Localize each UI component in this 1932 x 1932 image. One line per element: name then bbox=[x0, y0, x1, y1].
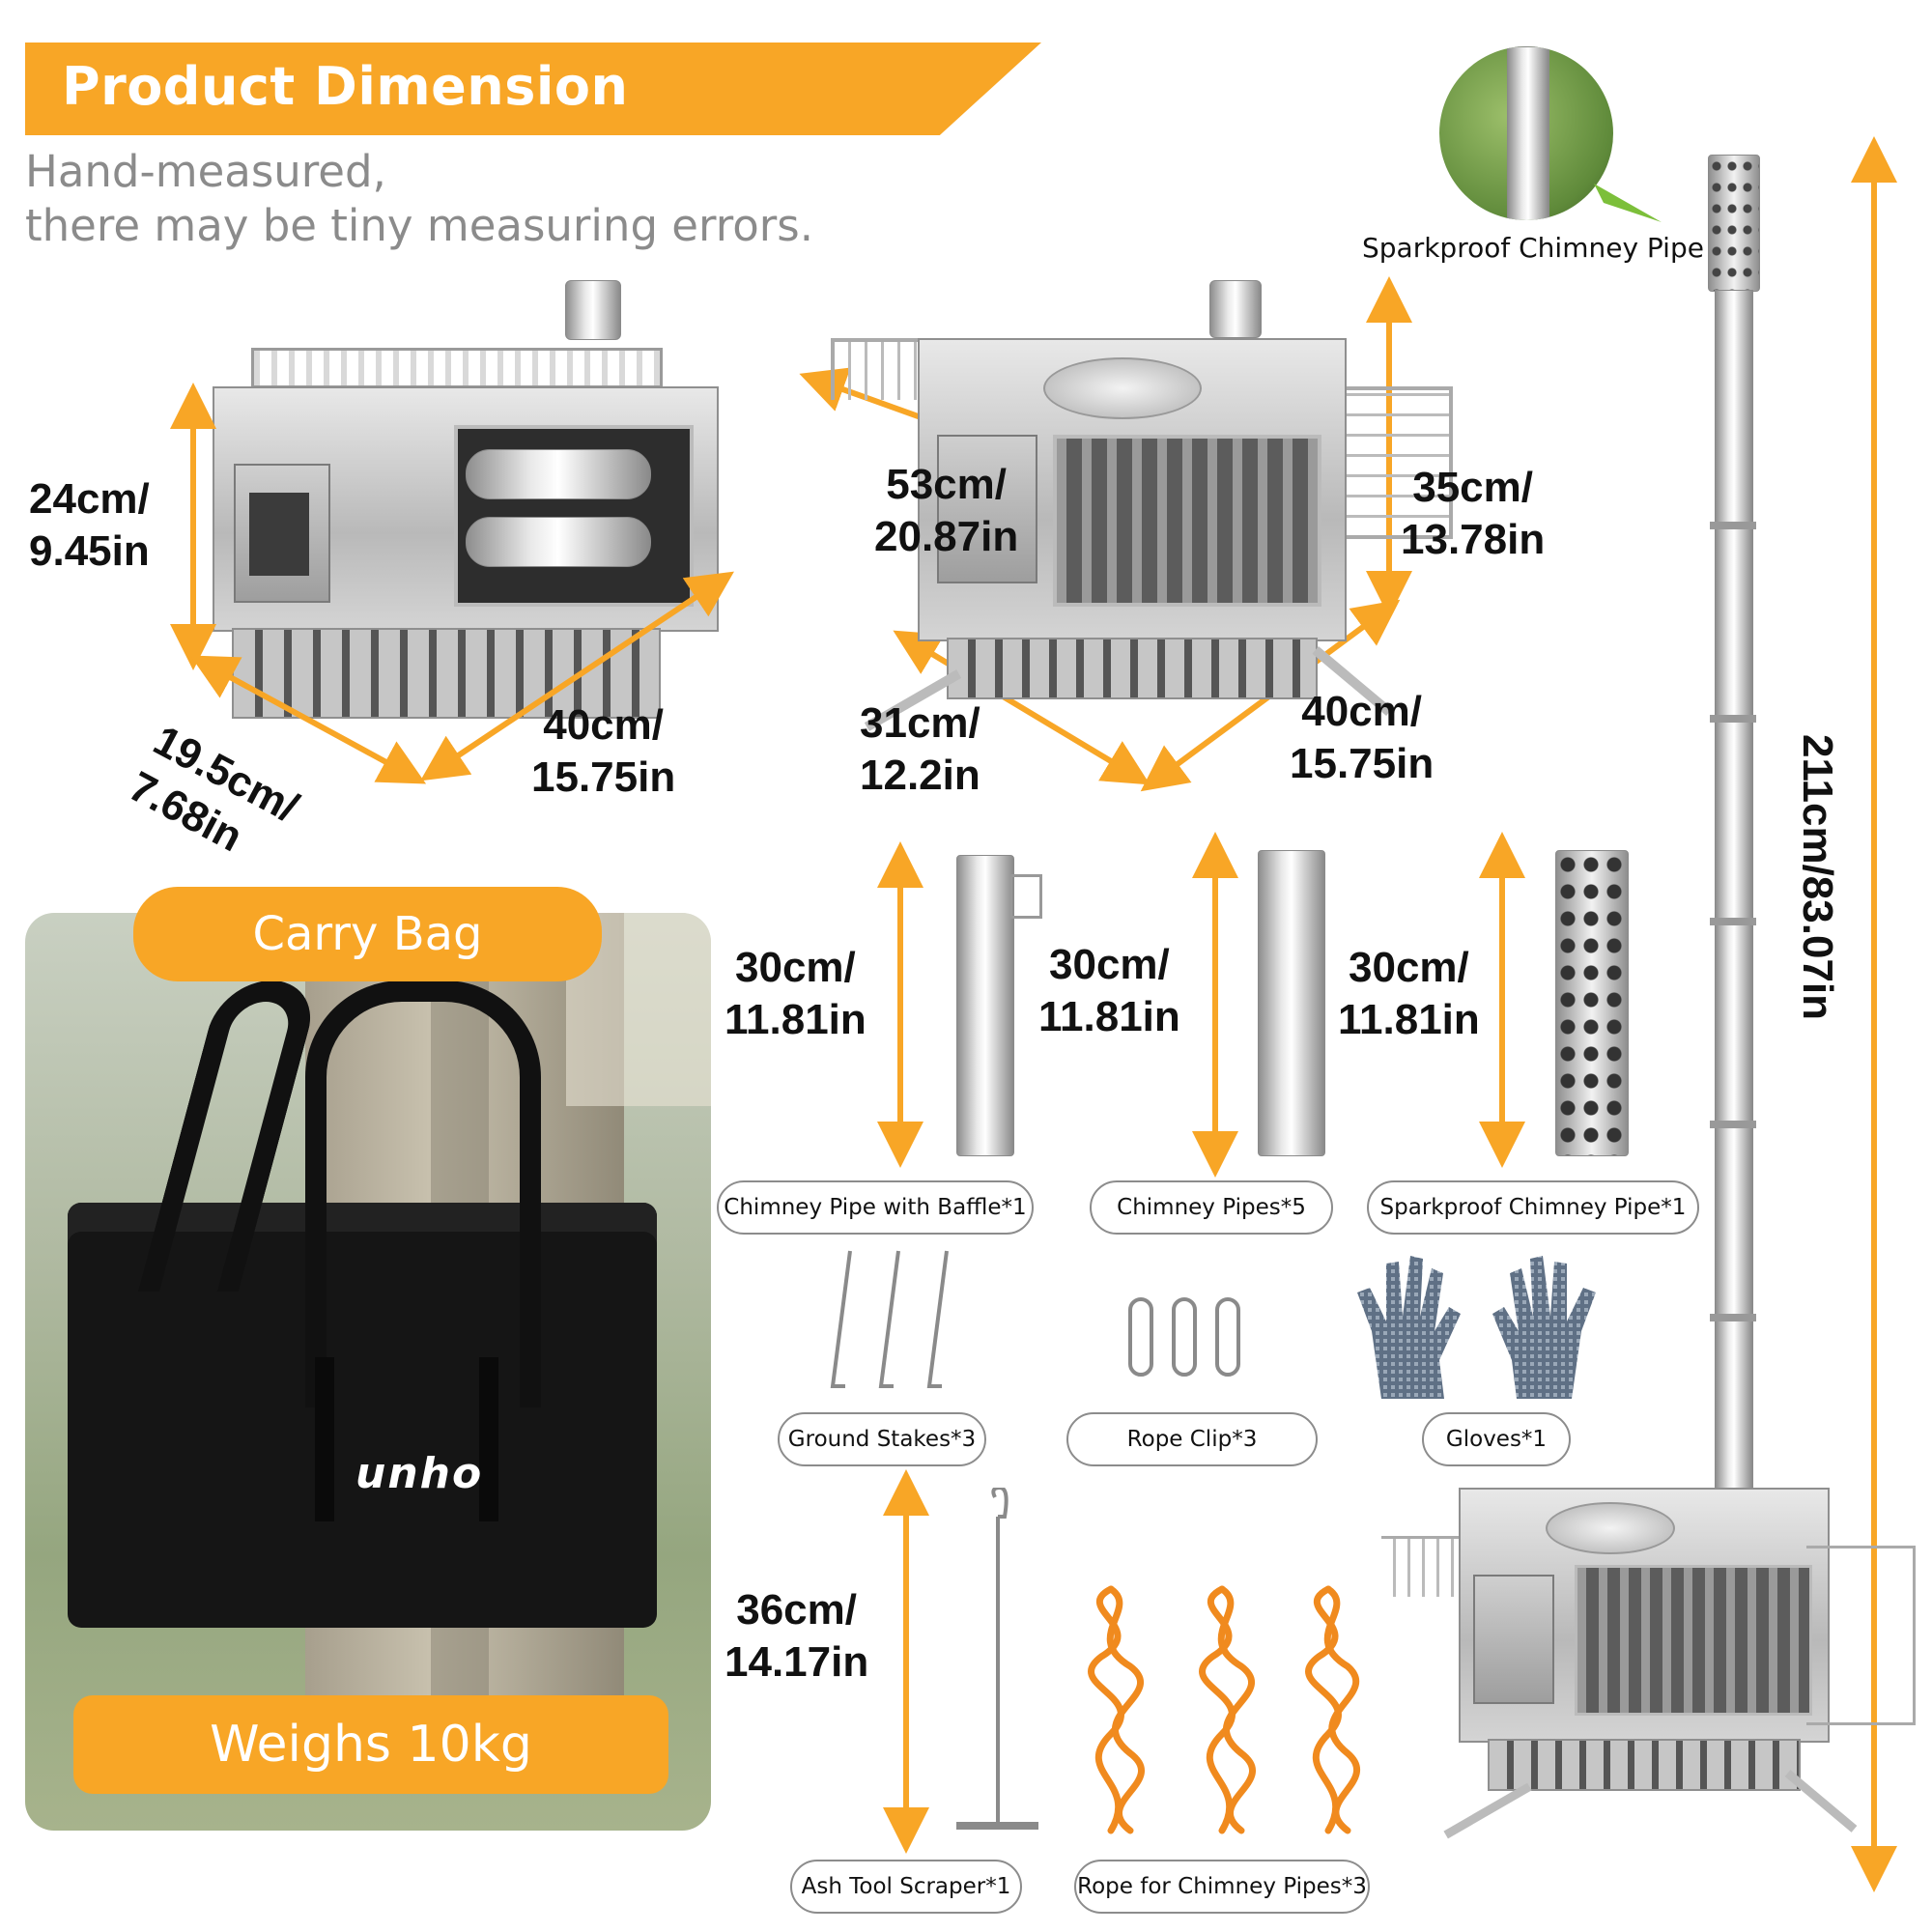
bag-weight-badge: Weighs 10kg bbox=[73, 1695, 668, 1794]
chimney-pipe-with-baffle-image bbox=[956, 855, 1014, 1156]
baffle-handle-icon bbox=[1009, 874, 1042, 919]
stove-left-height-label: 24cm/ 9.45in bbox=[29, 473, 150, 578]
rope-clip-label: Rope Clip*3 bbox=[1066, 1412, 1318, 1466]
stove-right-width-in: 15.75in bbox=[1290, 740, 1435, 787]
stove-right-depth-cm: 31cm/ bbox=[860, 699, 980, 747]
pipe-baffle-cm: 30cm/ bbox=[735, 944, 856, 991]
carry-bag-title: Carry Bag bbox=[133, 887, 602, 981]
pipes-in: 11.81in bbox=[1038, 993, 1180, 1040]
stove-right-height-in: 13.78in bbox=[1401, 516, 1546, 563]
rope-clips-icon bbox=[1128, 1297, 1240, 1377]
sparkproof-pipe-image bbox=[1555, 850, 1629, 1156]
ash-scraper-icon bbox=[956, 1488, 1038, 1830]
callout-label: Sparkproof Chimney Pipe bbox=[1362, 232, 1704, 264]
gloves-icon bbox=[1357, 1256, 1596, 1399]
stove-right-span-label: 53cm/ 20.87in bbox=[874, 459, 1018, 563]
sparkproof-cm: 30cm/ bbox=[1349, 944, 1469, 991]
stove-left-height-in: 9.45in bbox=[29, 527, 150, 575]
assembled-stove-image bbox=[1381, 155, 1922, 1932]
pipes-label: Chimney Pipes*5 bbox=[1090, 1180, 1333, 1235]
ground-stakes-label: Ground Stakes*3 bbox=[778, 1412, 986, 1466]
carry-bag-panel: unho bbox=[25, 913, 711, 1831]
sparkproof-label: Sparkproof Chimney Pipe*1 bbox=[1367, 1180, 1699, 1235]
ropes-icon bbox=[1088, 1585, 1361, 1834]
gloves-label: Gloves*1 bbox=[1422, 1412, 1571, 1466]
stove-right-span-in: 20.87in bbox=[874, 513, 1019, 560]
stove-left-width-cm: 40cm/ bbox=[543, 701, 664, 749]
total-height-label: 211cm/83.07in bbox=[1794, 734, 1841, 1021]
stove-right-height-cm: 35cm/ bbox=[1412, 464, 1533, 511]
sparkproof-dimension: 30cm/ 11.81in bbox=[1338, 942, 1480, 1046]
ground-stakes-icon bbox=[830, 1250, 949, 1388]
stove-left-height-cm: 24cm/ bbox=[29, 475, 150, 523]
ash-scraper-in: 14.17in bbox=[724, 1638, 869, 1686]
page-title: Product Dimension bbox=[62, 56, 629, 117]
pipe-baffle-label: Chimney Pipe with Baffle*1 bbox=[717, 1180, 1034, 1235]
stove-right-depth-in: 12.2in bbox=[860, 752, 980, 799]
measurement-note: Hand-measured, there may be tiny measuri… bbox=[25, 145, 813, 253]
ash-scraper-label: Ash Tool Scraper*1 bbox=[790, 1860, 1022, 1914]
stove-right-depth-label: 31cm/ 12.2in bbox=[860, 697, 980, 802]
note-line-2: there may be tiny measuring errors. bbox=[25, 200, 813, 251]
stove-left-width-label: 40cm/ 15.75in bbox=[531, 699, 675, 804]
stove-right-width-label: 40cm/ 15.75in bbox=[1290, 686, 1434, 790]
ropes-label: Rope for Chimney Pipes*3 bbox=[1074, 1860, 1370, 1914]
stove-right-image bbox=[831, 280, 1468, 782]
sparkproof-in: 11.81in bbox=[1338, 996, 1480, 1043]
stove-right-span-cm: 53cm/ bbox=[886, 461, 1007, 508]
ash-scraper-cm: 36cm/ bbox=[736, 1586, 857, 1634]
bag-brand-logo: unho bbox=[355, 1449, 484, 1498]
stove-right-width-cm: 40cm/ bbox=[1301, 688, 1422, 735]
pipes-cm: 30cm/ bbox=[1049, 941, 1170, 988]
pipe-baffle-in: 11.81in bbox=[724, 996, 867, 1043]
ash-scraper-dimension: 36cm/ 14.17in bbox=[724, 1584, 868, 1689]
pipes-dimension: 30cm/ 11.81in bbox=[1038, 939, 1180, 1043]
callout-pointer bbox=[1594, 184, 1662, 222]
stove-right-height-label: 35cm/ 13.78in bbox=[1401, 462, 1545, 566]
header-banner bbox=[25, 43, 1041, 135]
pipe-baffle-dimension: 30cm/ 11.81in bbox=[724, 942, 867, 1046]
callout-photo bbox=[1439, 46, 1613, 220]
chimney-pipe-image bbox=[1258, 850, 1325, 1156]
stove-left-width-in: 15.75in bbox=[531, 753, 676, 801]
note-line-1: Hand-measured, bbox=[25, 146, 386, 197]
